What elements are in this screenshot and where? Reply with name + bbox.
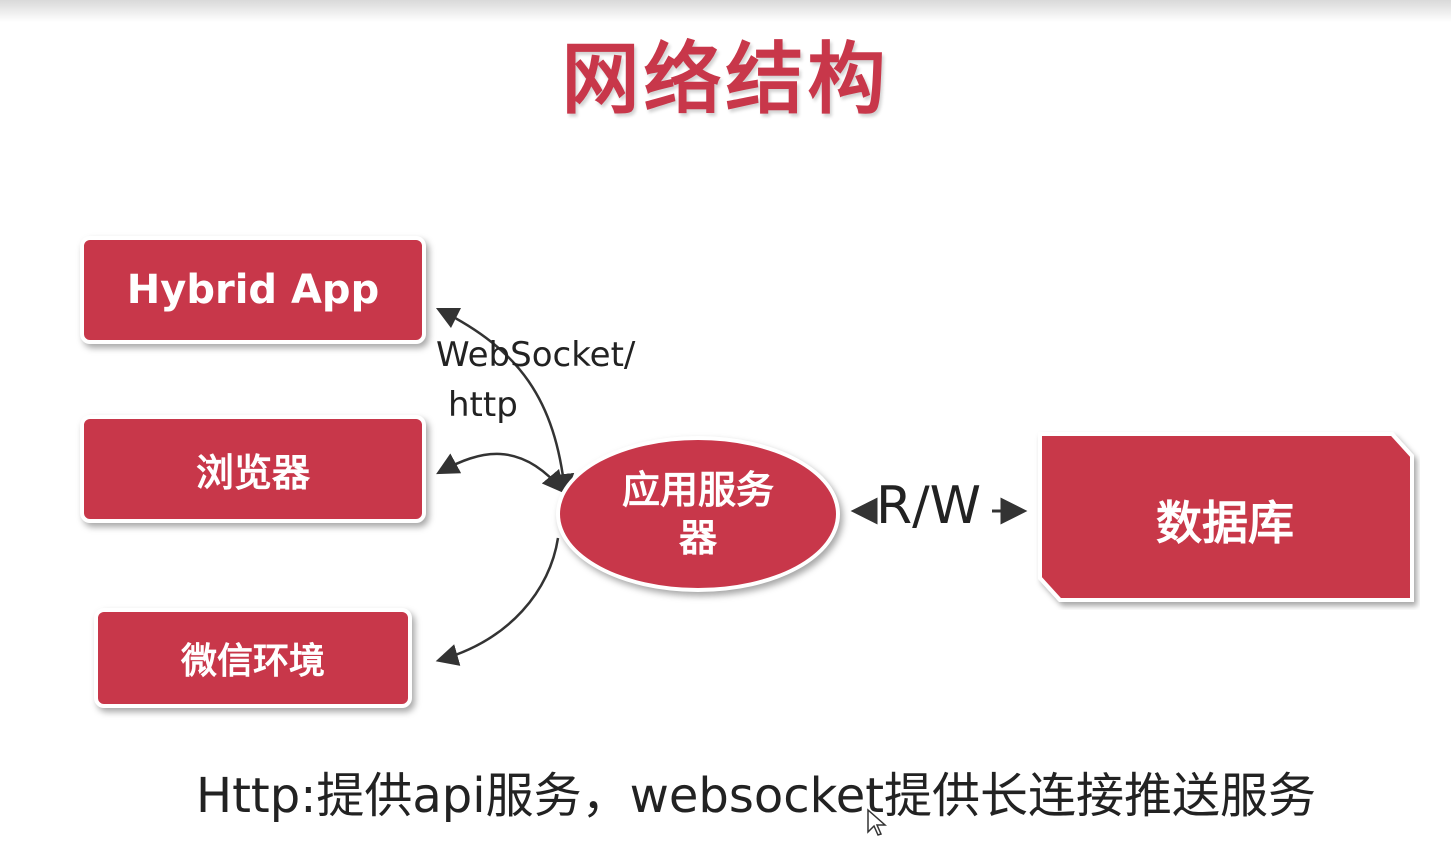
node-wechat: 微信环境 <box>94 608 412 708</box>
node-database: 数据库 <box>1030 430 1420 610</box>
database-shape <box>1038 432 1414 602</box>
slide-title: 网络结构 <box>561 35 890 125</box>
arrow-browser-server <box>436 452 565 494</box>
label-websocket: WebSocket/ <box>436 335 636 375</box>
server-label: 应用服务器 <box>621 468 774 560</box>
label-rw: R/W <box>876 476 982 536</box>
node-browser: 浏览器 <box>80 415 426 523</box>
footer-note: Http:提供api服务，websocket提供长连接推送服务 <box>196 768 1317 824</box>
arrow-wechat-server <box>435 537 560 666</box>
label-http: http <box>448 385 518 425</box>
database-label: 数据库 <box>1156 496 1294 550</box>
mouse-cursor-icon <box>867 808 887 836</box>
node-hybrid-app: Hybrid App <box>80 236 426 344</box>
node-app-server: 应用服务器 <box>556 436 840 592</box>
top-shade <box>0 0 1451 22</box>
